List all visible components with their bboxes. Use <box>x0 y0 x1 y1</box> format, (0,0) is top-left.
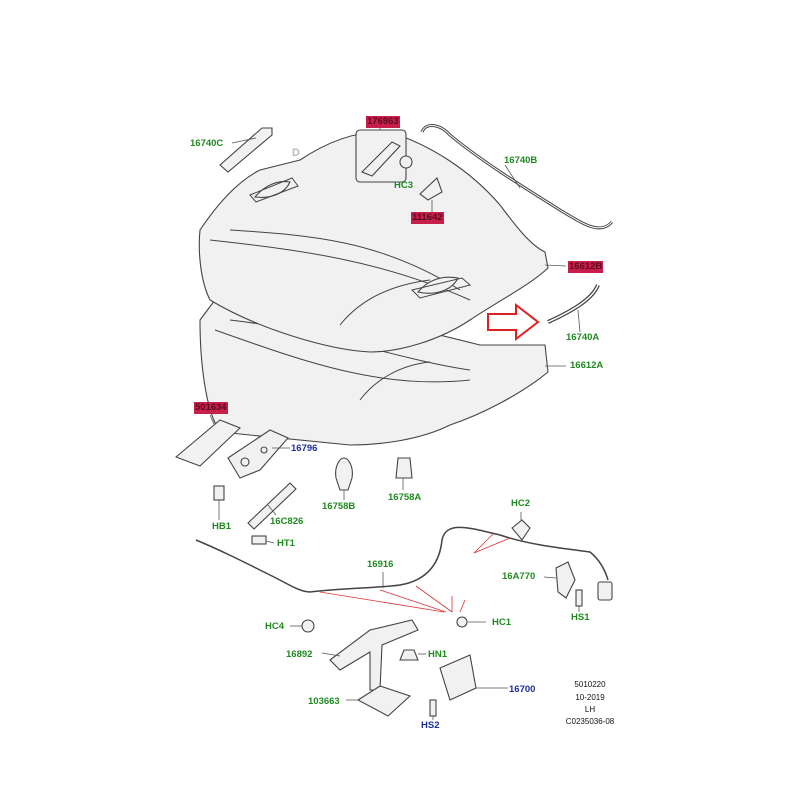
clip-hc1 <box>456 616 468 628</box>
label-501634: 501634 <box>194 402 228 414</box>
cable-end <box>597 581 613 601</box>
plate-103663 <box>356 685 412 717</box>
clip-hc2 <box>511 519 531 541</box>
label-16892: 16892 <box>286 649 313 660</box>
nut-hn1 <box>399 649 419 661</box>
pointer-arrow <box>487 302 540 342</box>
bracket-16892 <box>329 619 419 691</box>
bumper-16758a <box>395 457 413 479</box>
screw-hs2 <box>429 699 437 717</box>
screw-hs1 <box>575 589 583 607</box>
label-hn1: HN1 <box>428 649 448 660</box>
seal-16740c <box>219 127 273 173</box>
label-hs1: HS1 <box>571 612 590 623</box>
label-103663: 103663 <box>308 696 340 707</box>
label-16758a: 16758A <box>388 492 422 503</box>
label-176963: 176963 <box>366 116 400 128</box>
seal-16740a <box>547 284 600 324</box>
bolt-hb1 <box>213 485 225 501</box>
label-111642: 111642 <box>411 212 444 224</box>
bracket-501634 <box>174 419 242 467</box>
meta-date: 10-2019 <box>575 693 605 702</box>
clip-hc3 <box>399 155 413 169</box>
label-hc2: HC2 <box>511 498 531 509</box>
lever-16a770 <box>555 561 576 599</box>
latch-16700 <box>439 654 477 701</box>
label-hc3: HC3 <box>394 180 414 191</box>
label-16612a: 16612A <box>570 360 604 371</box>
label-16740b: 16740B <box>504 155 538 166</box>
label-16758b: 16758B <box>322 501 356 512</box>
label-ht1: HT1 <box>277 538 295 549</box>
bracket-111642 <box>419 177 443 201</box>
meta-ref: C0235036-08 <box>565 717 615 726</box>
meta-code: 5010220 <box>574 680 606 689</box>
label-16916: 16916 <box>367 559 394 570</box>
panel-mark: D <box>292 147 300 159</box>
label-16740a: 16740A <box>566 332 600 343</box>
strut-16c826 <box>247 482 297 530</box>
clip-hc4 <box>301 619 315 633</box>
label-16740c: 16740C <box>190 138 224 149</box>
label-16796: 16796 <box>291 443 318 454</box>
hinge-16796 <box>227 429 289 479</box>
label-16c826: 16C826 <box>270 516 304 527</box>
label-hc1: HC1 <box>492 617 512 628</box>
release-cable <box>195 526 609 593</box>
meta-side: LH <box>584 705 596 714</box>
label-16612b: 16612B <box>568 261 604 273</box>
label-hs2: HS2 <box>421 720 440 731</box>
label-16700: 16700 <box>509 684 536 695</box>
clip-ht1 <box>251 535 267 545</box>
label-16a770: 16A770 <box>502 571 536 582</box>
label-hc4: HC4 <box>265 621 285 632</box>
bumper-16758b <box>335 457 353 491</box>
label-hb1: HB1 <box>212 521 232 532</box>
